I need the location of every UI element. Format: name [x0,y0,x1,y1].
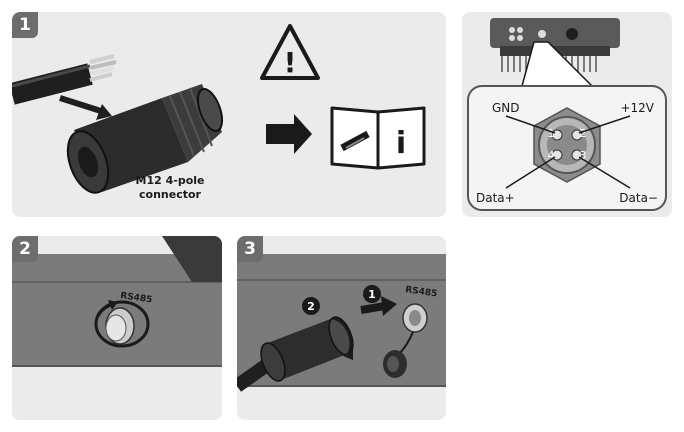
callout-2-number: 2 [307,300,315,313]
m12-connector-image [66,84,224,194]
plus-12v-label: +12V [620,101,654,115]
disassemble-arrow-icon [59,95,112,120]
callout-1-badge [363,285,381,303]
connector-label-line1: M12 4-pole [136,174,205,187]
step2-badge: 2 [12,236,38,262]
pinout-panel: 1 2 3 4 GND +12V Data+ Data− [462,12,672,217]
pin-3-label: 3 [580,149,587,162]
protective-cap-hanging-image [383,331,414,378]
rs485-label-step3: RS485 [405,285,438,299]
pin-1-label: 1 [548,127,555,140]
cable-image [12,54,117,105]
step3-badge: 3 [237,236,263,262]
pin-4-label: 4 [548,149,555,162]
step3-illustration: RS485 1 2 [237,254,446,392]
manual-info-letter: i [396,126,406,161]
pin-2-label: 2 [580,127,587,140]
step2-panel: RS485 2 [12,236,222,420]
tighten-arrow-icon [332,316,353,355]
step2-illustration: RS485 [12,236,222,420]
cable-connector-image [237,316,354,392]
rotate-arrowhead-icon [108,300,118,310]
insert-arrow-icon [360,302,386,314]
data-minus-label: Data− [619,191,658,205]
gnd-label: GND [492,101,520,115]
rs485-port-image [402,303,428,333]
step1-illustration: M12 4-pole connector ! i [12,24,426,201]
right-arrow-icon [266,114,312,154]
callout-1-number: 1 [368,288,376,301]
protective-cap-image [94,300,150,348]
callout-2-badge [302,297,320,315]
connector-label-line2: connector [139,188,202,201]
pin-leader-lines [505,115,631,189]
manual-book-icon: i [330,106,426,170]
insert-arrowhead-icon [381,296,397,316]
warning-glyph: ! [284,46,297,79]
pinout-illustration: 1 2 3 4 GND +12V Data+ Data− [467,18,667,211]
warning-icon: ! [260,24,320,80]
step1-panel: 1 M12 4-pole connector [12,12,446,217]
step1-badge: 1 [12,12,38,38]
tighten-arrowhead-icon [343,348,353,360]
step3-panel: RS485 1 2 3 [237,236,446,420]
data-plus-label: Data+ [476,191,515,205]
